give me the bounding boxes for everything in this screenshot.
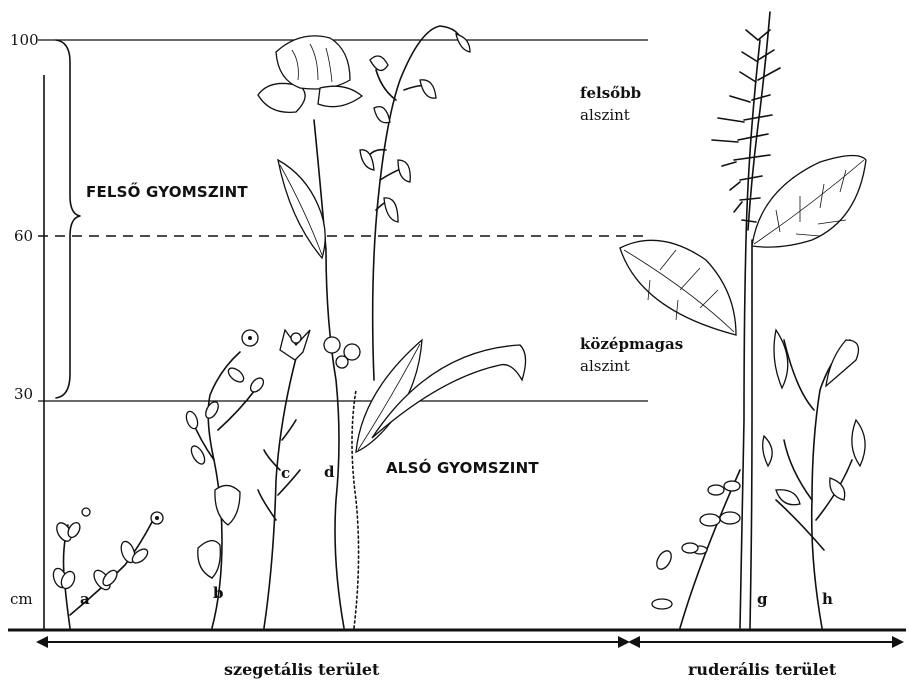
plant-d-drawing	[258, 36, 526, 628]
plant-h-drawing	[763, 330, 865, 628]
upper-level-brace	[56, 40, 80, 398]
unit-label: cm	[10, 590, 33, 608]
tick-label-100: 100	[10, 31, 39, 49]
ruderal-area-label: ruderális terület	[688, 660, 837, 679]
upper-sublevel-title: felsőbb	[580, 84, 641, 102]
plant-letter-c: c	[281, 464, 290, 482]
plant-letter-a: a	[80, 590, 90, 608]
plant-a-drawing	[51, 508, 163, 628]
middle-sublevel-title: középmagas	[580, 335, 683, 353]
plant-letter-b: b	[213, 584, 224, 602]
segetal-area-arrow	[36, 636, 630, 648]
tick-label-60: 60	[14, 227, 33, 245]
plant-letter-g: g	[757, 590, 768, 608]
upper-sublevel-sub: alszint	[580, 106, 630, 124]
ruderal-area-arrow	[628, 636, 904, 648]
lower-weed-level-label: ALSÓ GYOMSZINT	[386, 458, 539, 477]
plant-g-drawing	[620, 12, 866, 628]
plant-b-drawing	[184, 330, 266, 628]
plant-letter-h: h	[822, 590, 833, 608]
plant-letter-d: d	[324, 463, 335, 481]
plant-bell-drawing	[360, 26, 470, 380]
upper-weed-level-label: FELSŐ GYOMSZINT	[86, 181, 248, 201]
segetal-area-label: szegetális terület	[224, 660, 380, 679]
tick-label-30: 30	[14, 385, 33, 403]
middle-sublevel-sub: alszint	[580, 357, 630, 375]
